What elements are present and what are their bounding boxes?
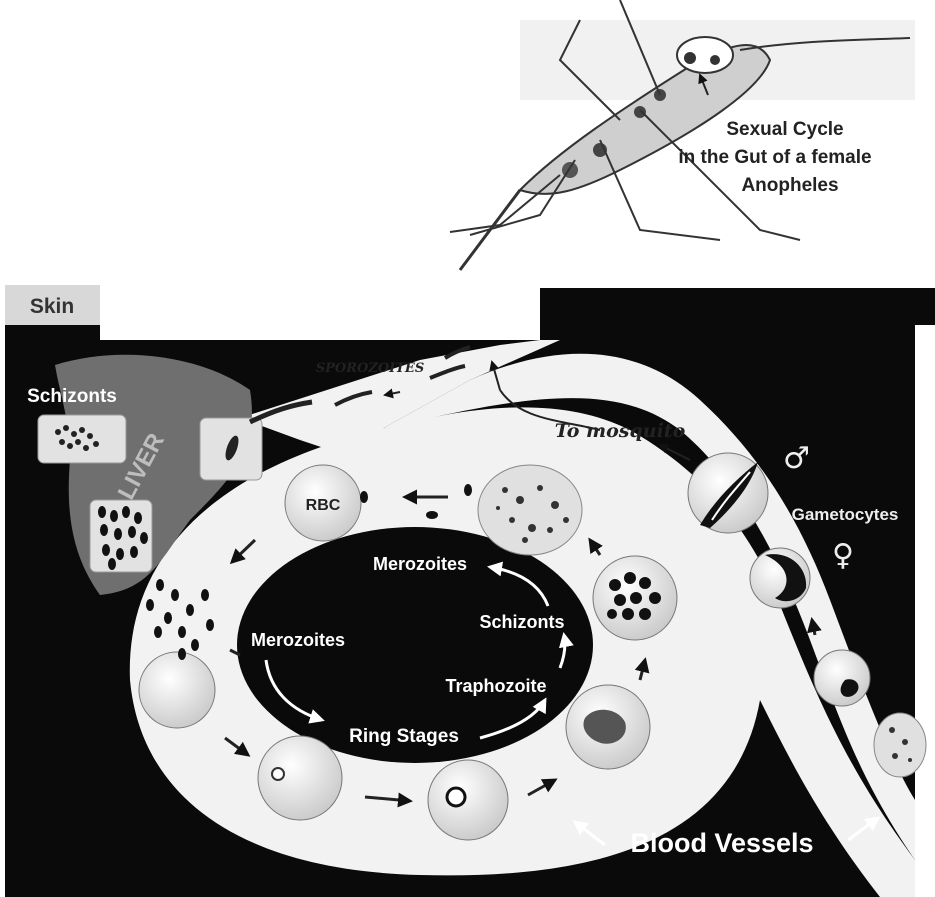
sexual-cycle-caption-line2: in the Gut of a female [678, 147, 871, 168]
invaded-rbc-cell [139, 652, 215, 728]
sporozoites-label: SPOROZOITES [316, 361, 424, 376]
skin-label: Skin [30, 295, 74, 318]
early-ring-parasite [272, 768, 284, 780]
rbc-label: RBC [306, 497, 341, 514]
merozoite-entering-rbc [360, 491, 368, 503]
sexual-cycle-caption-line1: Sexual Cycle [726, 119, 843, 140]
early-gametocyte-cell [814, 650, 870, 706]
female-symbol: ♀ [832, 538, 854, 573]
gametocytes-label: Gametocytes [792, 505, 899, 524]
ring-stage-rbc-cell [428, 760, 508, 840]
blood-vessels-label: Blood Vessels [630, 828, 813, 858]
ring-stages-label: Ring Stages [349, 726, 459, 747]
gut-oocyst [634, 106, 646, 118]
gut-oocyst [684, 52, 696, 64]
partial-infected-cell [874, 713, 926, 777]
mosquito-illustration [450, 0, 915, 270]
ring-stage-parasite [447, 788, 465, 806]
ruptured-schizont-cell [478, 465, 582, 555]
gut-oocyst [710, 55, 720, 65]
merozoites-left-label: Merozoites [251, 630, 345, 650]
free-merozoite [464, 484, 472, 496]
liver-schizonts-label: Schizonts [27, 386, 117, 407]
invading-merozoite [178, 648, 186, 660]
merozoites-top-label: Merozoites [373, 554, 467, 574]
sexual-cycle-caption-line3: Anopheles [741, 175, 838, 196]
schizonts-cycle-label: Schizonts [479, 612, 564, 632]
to-mosquito-label: To mosquito [555, 420, 686, 442]
male-symbol: ♂ [783, 441, 810, 476]
traphozoite-label: Traphozoite [445, 676, 546, 696]
liver-schizont-cell [38, 415, 126, 463]
early-ring-rbc-cell [258, 736, 342, 820]
free-merozoite [426, 511, 438, 519]
